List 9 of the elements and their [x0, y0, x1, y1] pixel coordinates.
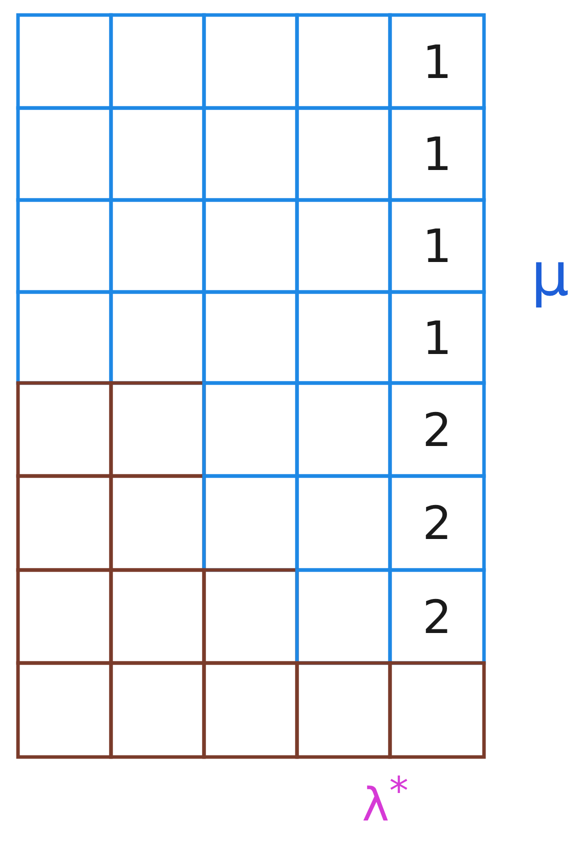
partition-label: λ$^{*}$	[362, 773, 408, 828]
cell-number: 1	[422, 314, 452, 360]
partition-label: μ	[531, 245, 570, 305]
cell-number: 2	[422, 594, 452, 640]
cell-number: 2	[422, 500, 452, 546]
cell-number: 2	[422, 406, 452, 452]
cell-number: 1	[422, 223, 452, 269]
cell-number: 1	[422, 131, 452, 177]
cell-number: 1	[422, 38, 452, 84]
